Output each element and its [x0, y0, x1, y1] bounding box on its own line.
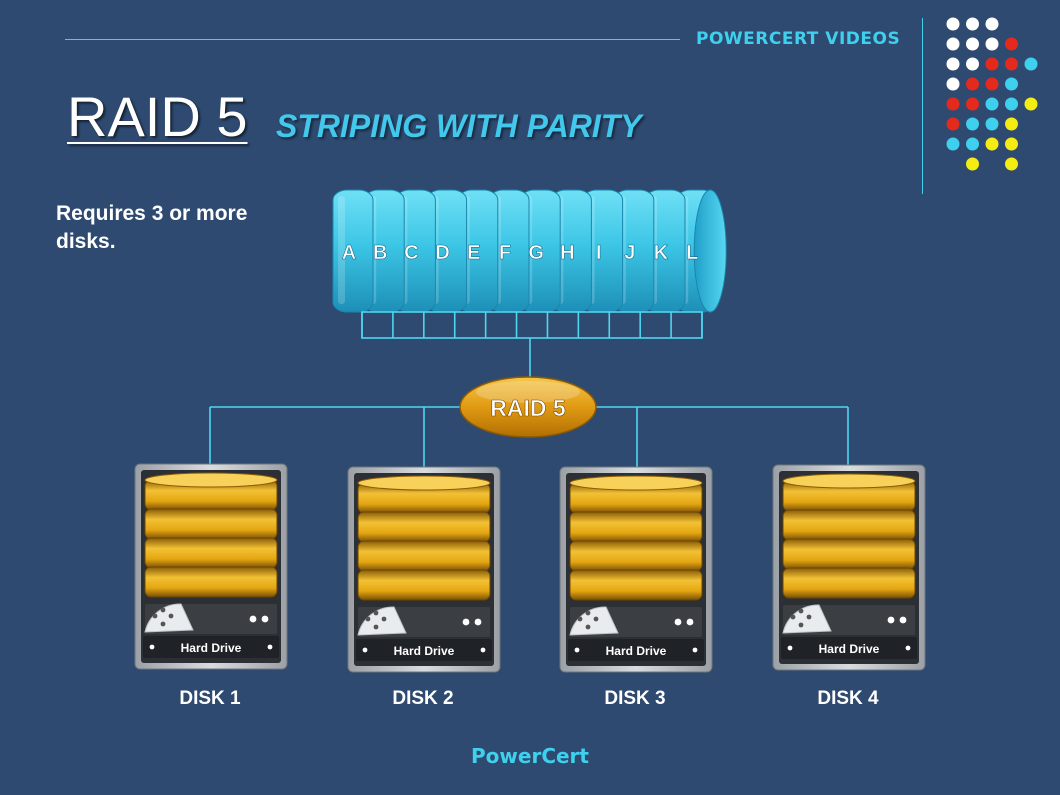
data-block-label: D: [435, 242, 449, 264]
drive-platter: [570, 541, 702, 571]
raid-controller-label: RAID 5: [490, 395, 566, 421]
drive-screw: [268, 645, 273, 650]
drive-reel-hole: [586, 625, 591, 630]
hard-drive-1: Hard Drive: [135, 464, 287, 669]
drive-reel-hole: [382, 617, 387, 622]
drive-screw: [906, 646, 911, 651]
drive-platter: [145, 509, 277, 539]
drive-reel-hole: [374, 625, 379, 630]
drive-screw: [481, 648, 486, 653]
drive-reel-hole: [366, 617, 371, 622]
drive-led: [250, 616, 257, 623]
drive-led: [900, 617, 907, 624]
drive-platter-top: [358, 476, 490, 490]
drive-led: [262, 616, 269, 623]
data-block-label: A: [342, 242, 356, 264]
data-block-label: F: [499, 242, 511, 264]
drive-platter: [783, 510, 915, 540]
data-block-label: L: [686, 242, 698, 264]
data-block-label: J: [624, 242, 635, 264]
drive-text: Hard Drive: [394, 644, 455, 658]
drive-platter: [145, 567, 277, 597]
data-block-label: C: [404, 242, 418, 264]
drive-platter-top: [783, 474, 915, 488]
drive-reel-hole: [153, 614, 158, 619]
drive-reel-hole: [586, 611, 591, 616]
drive-screw: [363, 648, 368, 653]
drive-led: [463, 619, 470, 626]
drive-led: [687, 619, 694, 626]
drive-reel-hole: [169, 614, 174, 619]
data-block-label: H: [560, 242, 574, 264]
drive-text: Hard Drive: [181, 641, 242, 655]
drive-text: Hard Drive: [819, 642, 880, 656]
drive-platter-top: [145, 473, 277, 487]
drive-platter: [358, 541, 490, 571]
drive-platter: [570, 512, 702, 542]
drive-led: [888, 617, 895, 624]
drive-reel-hole: [799, 609, 804, 614]
data-block-end-cap: [694, 190, 726, 312]
drive-screw: [150, 645, 155, 650]
drive-reel-hole: [799, 623, 804, 628]
drive-platter-top: [570, 476, 702, 490]
drive-screw: [575, 648, 580, 653]
drive-screw: [693, 648, 698, 653]
drive-platter: [570, 570, 702, 600]
data-block-label: I: [596, 242, 602, 264]
hard-drives: Hard Drive Hard Drive Hard Drive Hard Drive: [135, 464, 925, 672]
raid-controller: RAID 5: [460, 377, 596, 437]
drive-platter: [145, 538, 277, 568]
data-block-label: B: [373, 242, 387, 264]
disk-4-label: DISK 4: [773, 688, 923, 710]
drive-reel-hole: [791, 615, 796, 620]
drive-reel-hole: [594, 617, 599, 622]
drive-reel-hole: [161, 622, 166, 627]
data-block-label: E: [467, 242, 480, 264]
data-block-label: K: [654, 242, 669, 264]
drive-platter: [783, 568, 915, 598]
footer-brand: PowerCert: [0, 744, 1060, 768]
drive-screw: [788, 646, 793, 651]
hard-drive-2: Hard Drive: [348, 467, 500, 672]
disk-1-label: DISK 1: [135, 688, 285, 710]
hard-drive-3: Hard Drive: [560, 467, 712, 672]
drive-reel-hole: [374, 611, 379, 616]
drive-led: [475, 619, 482, 626]
disk-2-label: DISK 2: [348, 688, 498, 710]
drive-reel-hole: [807, 615, 812, 620]
data-block-label: G: [528, 242, 544, 264]
drive-platter: [358, 570, 490, 600]
disk-3-label: DISK 3: [560, 688, 710, 710]
block-bus: [362, 312, 702, 338]
drive-reel-hole: [161, 608, 166, 613]
drive-led: [675, 619, 682, 626]
bus-ticks: [362, 312, 702, 338]
hard-drive-4: Hard Drive: [773, 465, 925, 670]
drive-reel-hole: [578, 617, 583, 622]
drive-platter: [358, 512, 490, 542]
drive-text: Hard Drive: [606, 644, 667, 658]
drive-platter: [783, 539, 915, 569]
